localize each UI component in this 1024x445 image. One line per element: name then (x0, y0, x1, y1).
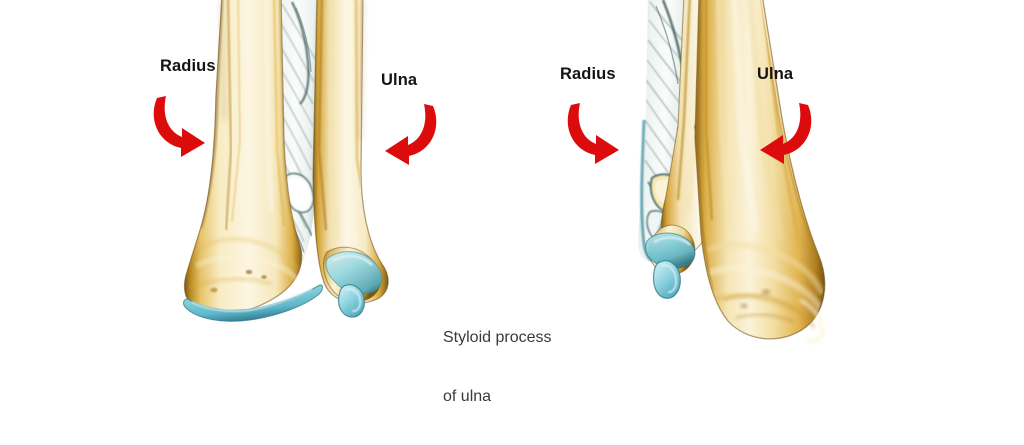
right-ulna-rotation-arrow (760, 103, 812, 164)
caption-styloid-process: Styloid process of ulna (443, 289, 552, 445)
anatomy-vector-layer (153, 0, 826, 344)
label-right-radius: Radius (560, 65, 616, 83)
left-radius-bone (183, 0, 324, 322)
right-radius-rotation-arrow (567, 103, 619, 164)
left-ulna-rotation-arrow (385, 104, 437, 165)
caption-line-1: Styloid process (443, 329, 552, 347)
left-panel-supinated (183, 0, 389, 322)
caption-line-2: of ulna (443, 387, 492, 405)
left-membrane-fenestration (284, 172, 315, 214)
left-radius-rotation-arrow (153, 96, 205, 157)
label-left-ulna: Ulna (381, 71, 418, 89)
right-styloid-process-of-ulna (652, 260, 681, 299)
left-ulna-bone (312, 0, 389, 304)
left-styloid-process-of-ulna (337, 284, 365, 318)
label-right-ulna: Ulna (757, 65, 794, 83)
right-radius-bone (694, 0, 826, 344)
anatomy-illustration-canvas: Radius Ulna Radius Ulna Styloid process … (153, 0, 826, 405)
right-panel-pronated (638, 0, 826, 344)
label-left-radius: Radius (160, 57, 216, 75)
